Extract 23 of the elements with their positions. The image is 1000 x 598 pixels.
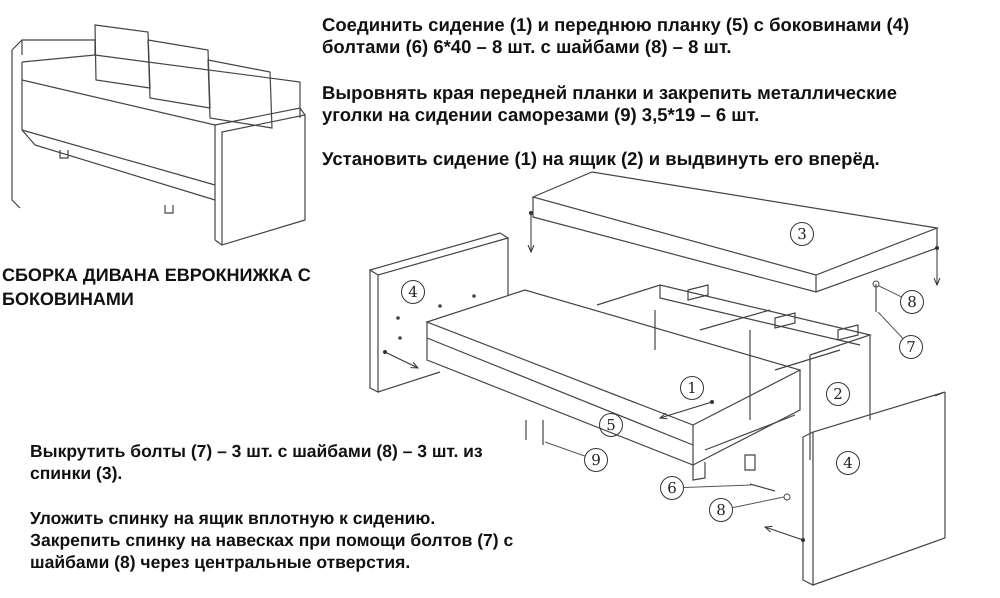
leader-line — [878, 312, 904, 339]
callout-number: 7 — [899, 335, 923, 359]
callout-number: 6 — [660, 476, 684, 500]
leader-line — [732, 496, 784, 508]
instruction-text: Закрепить спинку на навесках при помощи болтов (7) с шайбами (8) через центральные отверстия. — [30, 529, 514, 573]
instruction-text: Уложить спинку на ящик вплотную к сидению. — [30, 507, 436, 529]
callout-number: 9 — [584, 448, 608, 472]
leader-line — [878, 286, 902, 298]
leader-line — [684, 484, 752, 488]
callout-number: 5 — [599, 413, 623, 437]
callout-number: 8 — [900, 290, 924, 314]
instruction-text: Выкрутить болты (7) – 3 шт. с шайбами (8) – 3 шт. из спинки (3). — [30, 440, 484, 484]
instruction-text: Выровнять края передней планки и закрепить металлические уголки на сидении саморезами (9) 3,5*19 – 6 шт. — [322, 82, 898, 126]
callout-number: 4 — [836, 451, 860, 475]
callout-number: 2 — [826, 382, 850, 406]
callout-number: 4 — [401, 280, 425, 304]
instruction-text: Установить сидение (1) на ящик (2) и выдвинуть его вперёд. — [322, 148, 881, 170]
title: СБОРКА ДИВАНА ЕВРОКНИЖКА С БОКОВИНАМИ — [2, 264, 312, 311]
callout-number: 8 — [709, 498, 733, 522]
leader-line — [544, 442, 586, 456]
callout-number: 1 — [680, 376, 704, 400]
callout-number: 3 — [790, 222, 814, 246]
instruction-text: Соединить сидение (1) и переднюю планку (5) с боковинами (4) болтами (6) 6*40 – 8 шт. с шайбами (8) – 8 шт. — [322, 14, 910, 58]
